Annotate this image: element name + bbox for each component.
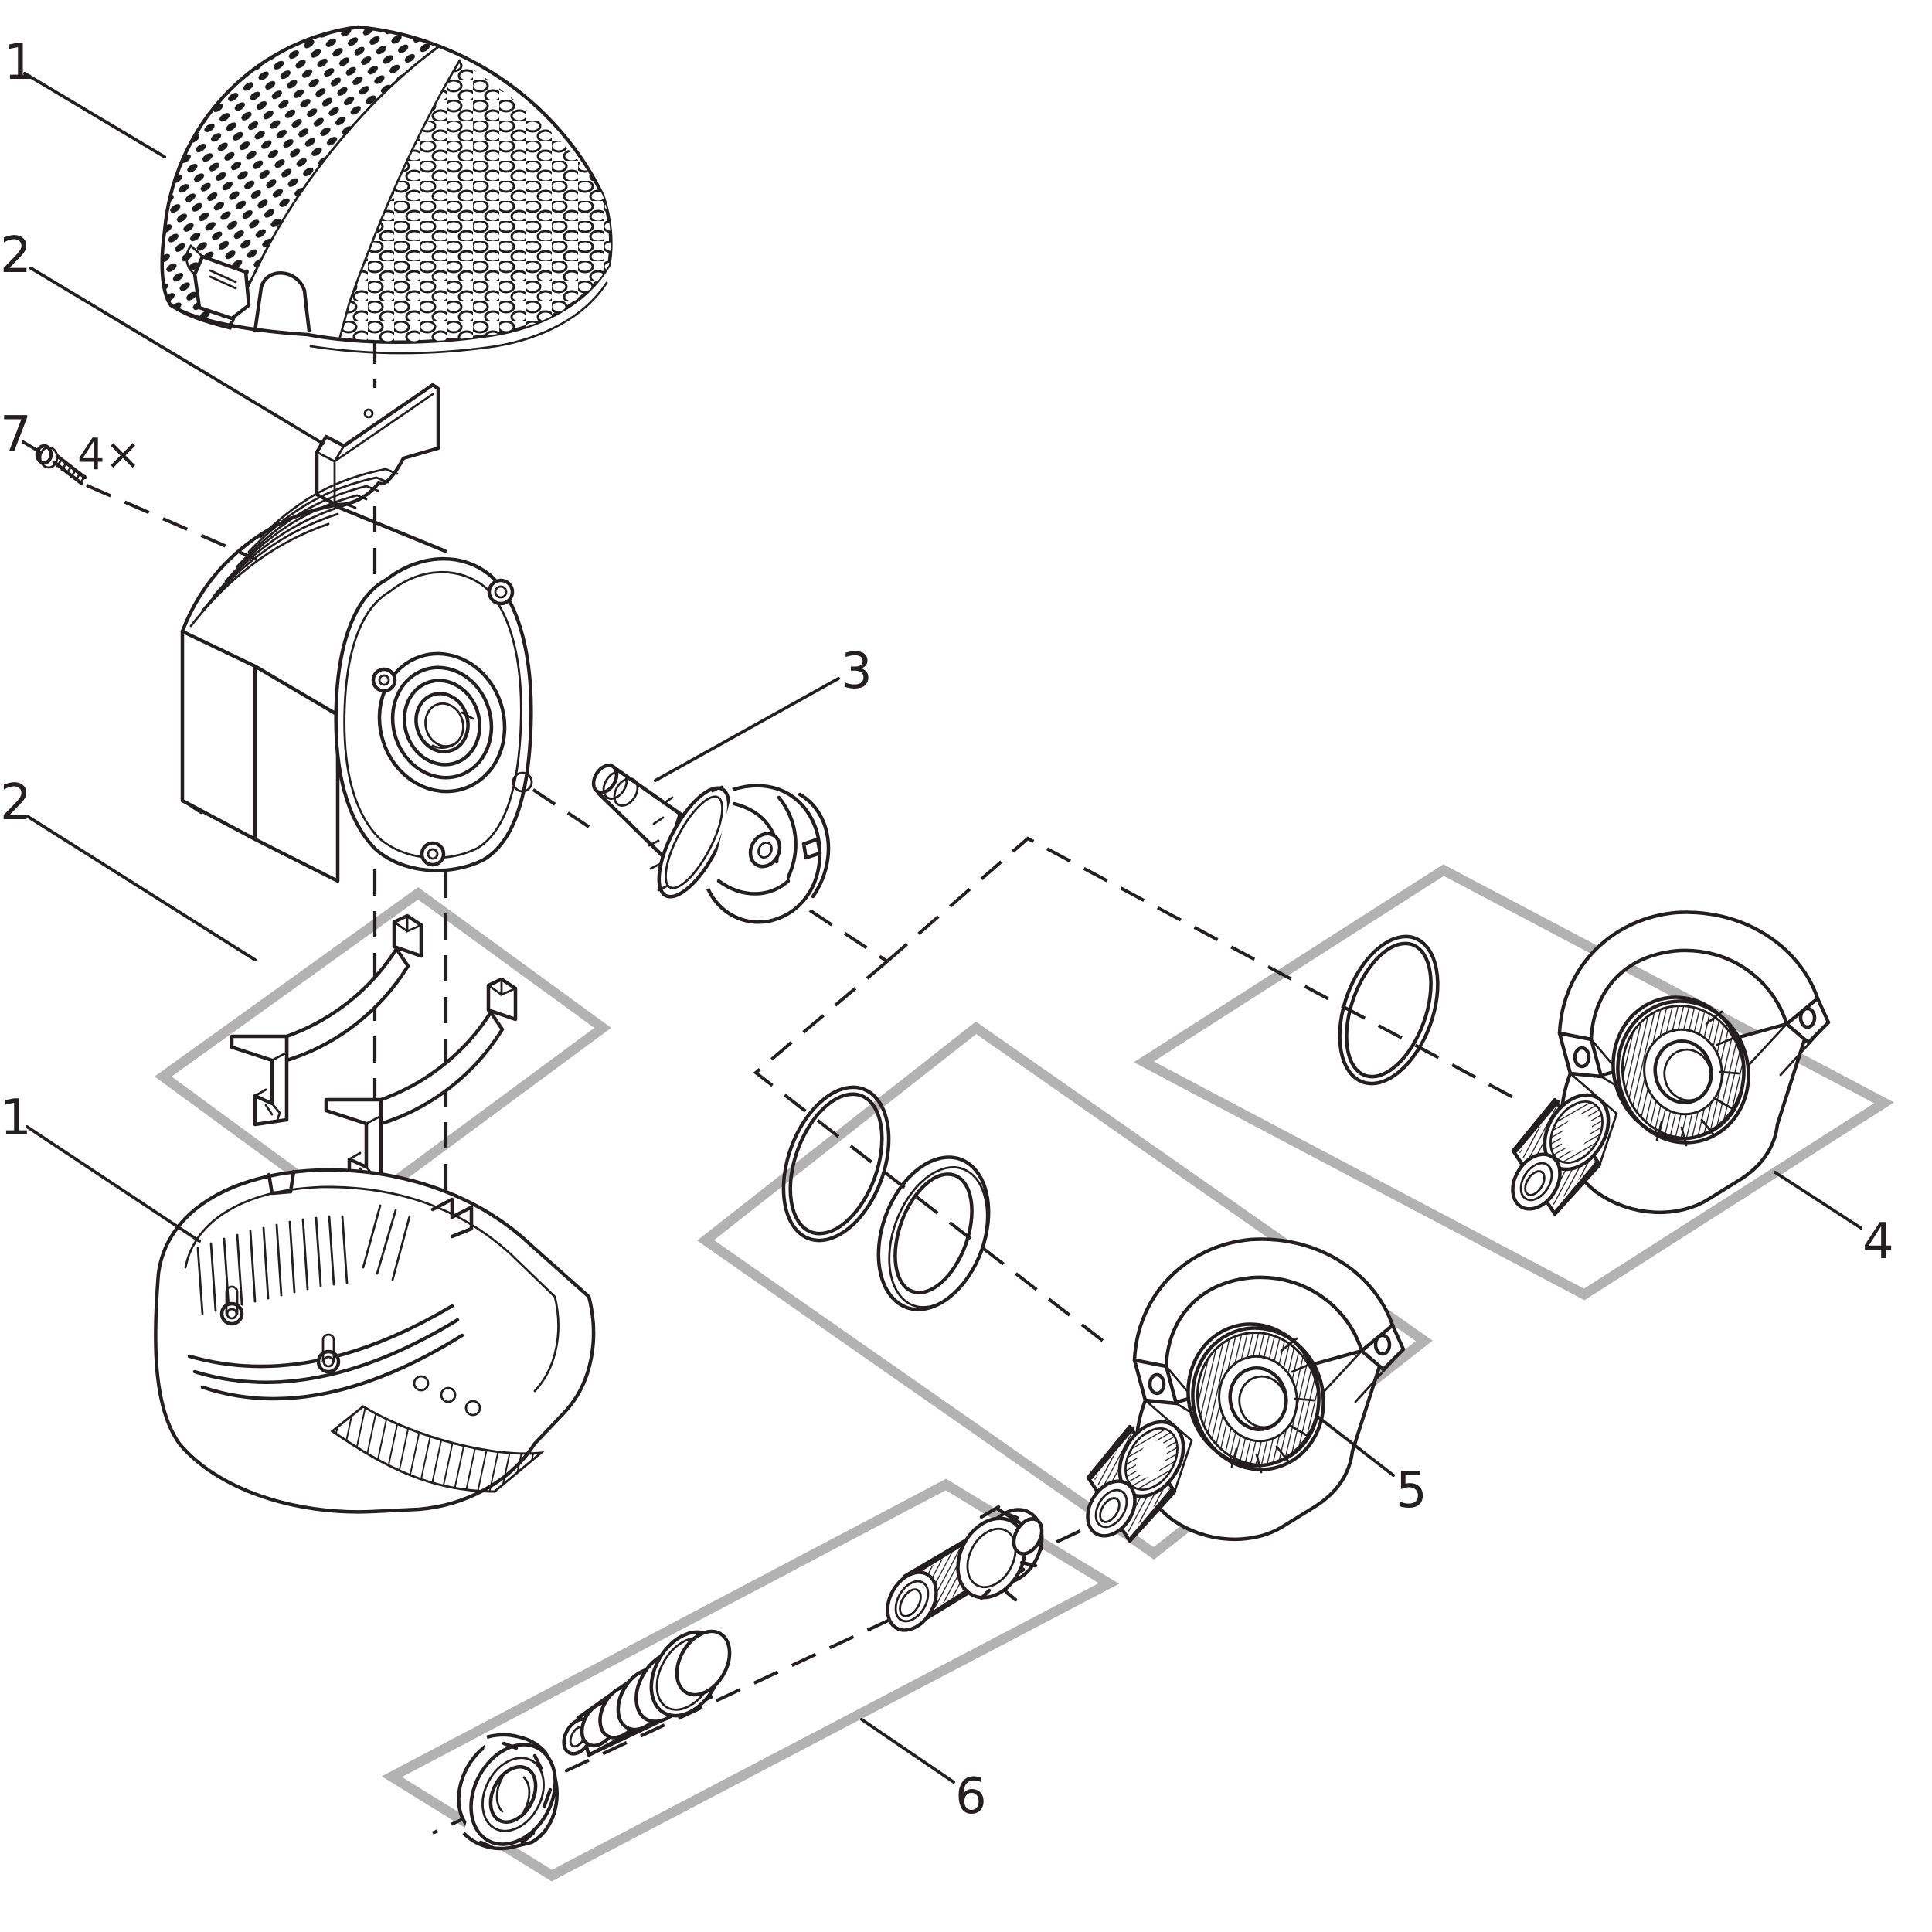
motor-block	[180, 468, 533, 883]
impeller-rotor	[591, 763, 831, 924]
part-label-5: 5	[1396, 1462, 1427, 1519]
strainer-cover-top	[160, 25, 613, 355]
part-label-2a: 2	[0, 227, 32, 284]
panel-clamp-kit	[154, 886, 611, 1221]
panel-housing-kit-4	[1134, 864, 1894, 1301]
cover-latch	[185, 243, 251, 321]
leader-5	[1316, 1415, 1395, 1477]
seal-ring-lower	[876, 1155, 991, 1311]
strainer-base-bottom	[154, 1168, 596, 1514]
leader-4	[1774, 1171, 1862, 1230]
axis-branch-4	[886, 836, 1514, 1099]
part-label-4: 4	[1862, 1213, 1894, 1270]
callout-labels: 1 2 7 4× 2 1 3 4 5 6	[0, 34, 1894, 1825]
leader-lines	[22, 72, 1862, 1784]
axis-branch-5	[753, 960, 1114, 1350]
part-label-1a: 1	[4, 34, 36, 91]
leader-2b	[26, 815, 257, 961]
leader-1b	[26, 1125, 201, 1243]
base-fins	[196, 1204, 411, 1315]
leader-3	[654, 677, 840, 782]
leader-7	[22, 440, 42, 454]
union-nut	[457, 1733, 559, 1851]
screw	[35, 444, 87, 486]
axis-screw	[86, 484, 257, 561]
stepped-hose-tail	[562, 1629, 732, 1757]
o-ring-upper	[1338, 934, 1440, 1086]
part-label-2b: 2	[0, 774, 32, 832]
threaded-adapter	[886, 1505, 1044, 1632]
leader-2a	[29, 267, 325, 445]
flange-bosses	[371, 578, 533, 867]
o-ring-lower	[781, 1085, 891, 1243]
part-label-6: 6	[955, 1768, 987, 1825]
outlet-housing-lower	[1078, 1239, 1403, 1544]
clamp-pad	[315, 383, 440, 506]
part-label-1b: 1	[0, 1090, 32, 1147]
part-label-4x: 4×	[77, 430, 141, 480]
panel-housing-kit-5	[697, 1021, 1433, 1560]
part-label-7: 7	[0, 406, 32, 464]
leader-6	[860, 1718, 955, 1784]
leader-1a	[23, 72, 166, 158]
part-label-3: 3	[841, 643, 872, 700]
assembly-axes	[86, 338, 1514, 1835]
